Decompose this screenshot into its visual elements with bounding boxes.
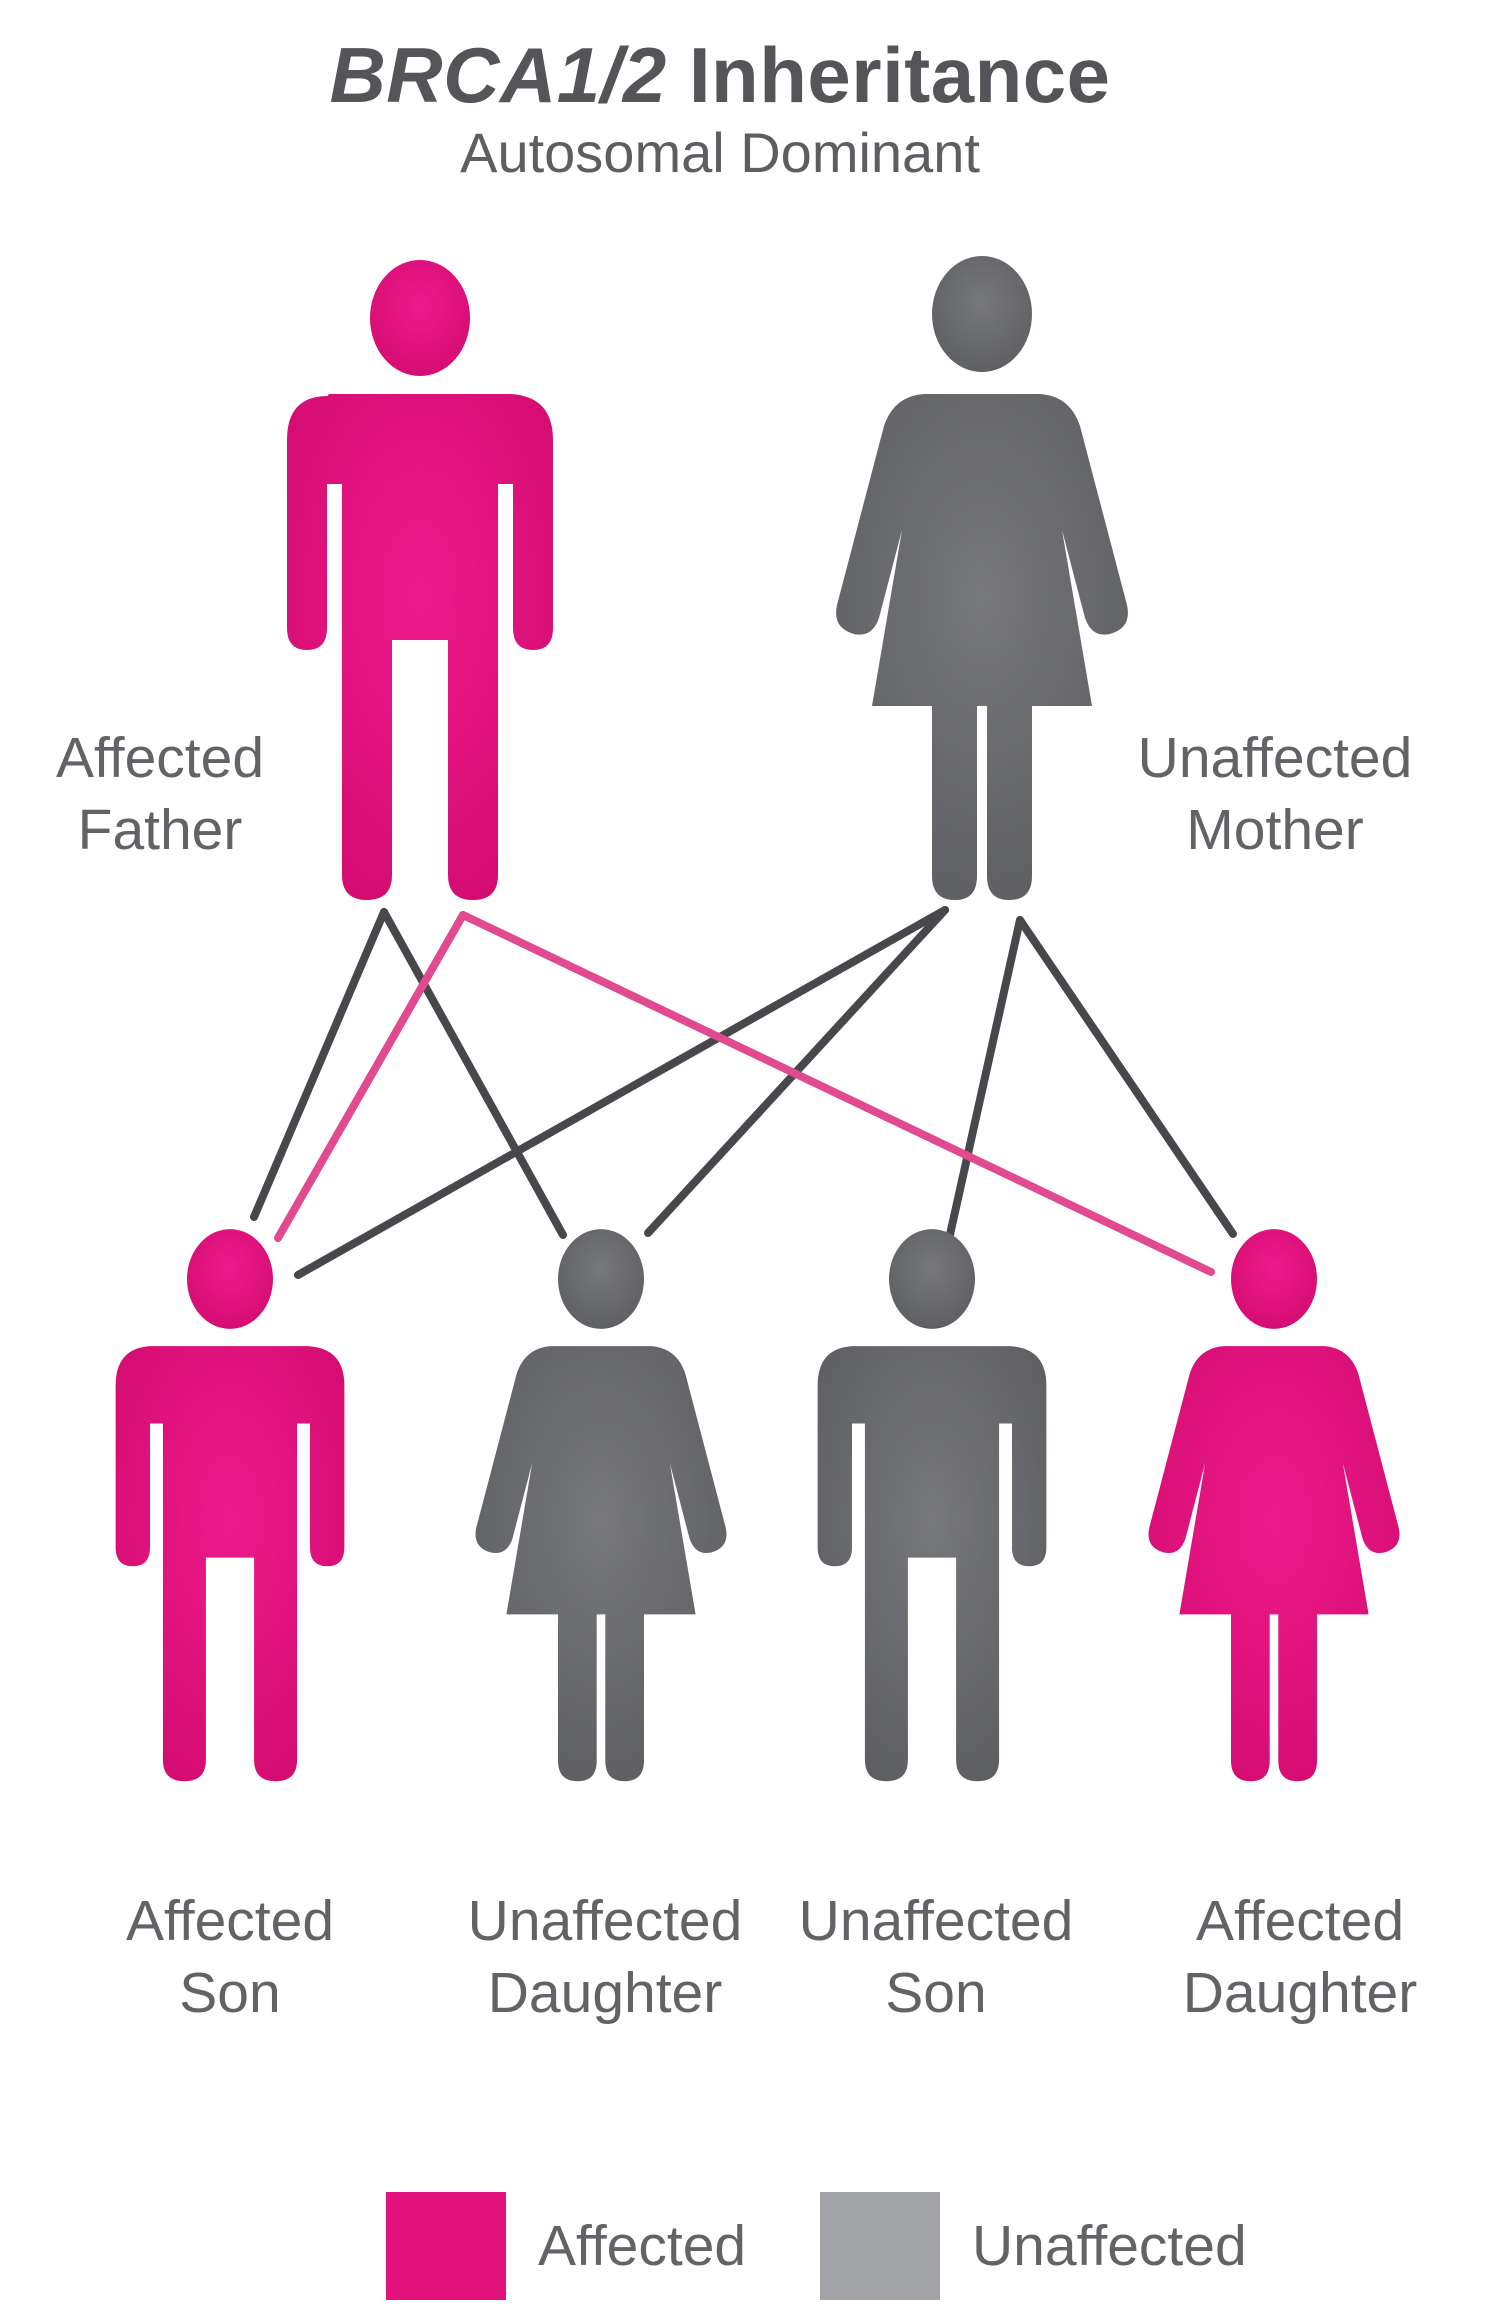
- title-rest: Inheritance: [688, 31, 1111, 119]
- child-label-status: Unaffected: [798, 1889, 1074, 1953]
- line-mother-to-son: [294, 906, 949, 1279]
- page-subtitle: Autosomal Dominant: [460, 121, 980, 184]
- mother-figure: [836, 256, 1128, 900]
- inheritance-lines: [250, 906, 1237, 1279]
- father-label-status: Affected: [55, 726, 265, 790]
- legend-affected: Affected: [386, 2192, 746, 2300]
- legend-affected-label: Affected: [538, 2214, 747, 2278]
- child-label-role: Daughter: [1182, 1961, 1418, 2025]
- child-figure-unaffected-daughter: [475, 1229, 727, 1782]
- legend-affected-swatch: [386, 2192, 506, 2300]
- line-father-to-son: [250, 908, 388, 1221]
- child-label-role: Son: [179, 1961, 281, 2025]
- father-label: Affected Father: [40, 722, 280, 866]
- father-figure: [287, 260, 553, 900]
- mother-label-role: Mother: [1186, 798, 1364, 862]
- mother-label-status: Unaffected: [1137, 726, 1413, 790]
- child-label-unaffected-son: Unaffected Son: [786, 1885, 1086, 2029]
- title-gene: BRCA1/2: [329, 31, 667, 119]
- child-label-affected-son: Affected Son: [100, 1885, 360, 2029]
- child-label-status: Affected: [125, 1889, 335, 1953]
- father-label-role: Father: [77, 798, 243, 862]
- child-label-role: Son: [885, 1961, 987, 2025]
- legend-unaffected-swatch: [820, 2192, 940, 2300]
- line-father-to-unaffected-daughter: [380, 908, 567, 1239]
- child-label-unaffected-daughter: Unaffected Daughter: [455, 1885, 755, 2029]
- child-figure-unaffected-son: [817, 1229, 1047, 1782]
- child-label-affected-daughter: Affected Daughter: [1150, 1885, 1450, 2029]
- child-figure-affected-daughter: [1148, 1229, 1400, 1782]
- legend-unaffected-label: Unaffected: [972, 2214, 1247, 2278]
- child-figure-affected-son: [115, 1229, 345, 1782]
- line-mutation-to-affected-daughter: [459, 911, 1215, 1276]
- line-mother-to-affected-daughter: [1016, 916, 1237, 1238]
- mother-label: Unaffected Mother: [1125, 722, 1425, 866]
- line-mutation-to-son: [274, 911, 467, 1242]
- child-label-status: Affected: [1195, 1889, 1405, 1953]
- line-mother-to-unaffected-son: [945, 916, 1024, 1243]
- child-label-status: Unaffected: [467, 1889, 743, 1953]
- child-label-role: Daughter: [487, 1961, 723, 2025]
- page-title: BRCA1/2 Inheritance: [0, 30, 1440, 121]
- legend-unaffected: Unaffected: [820, 2192, 1247, 2300]
